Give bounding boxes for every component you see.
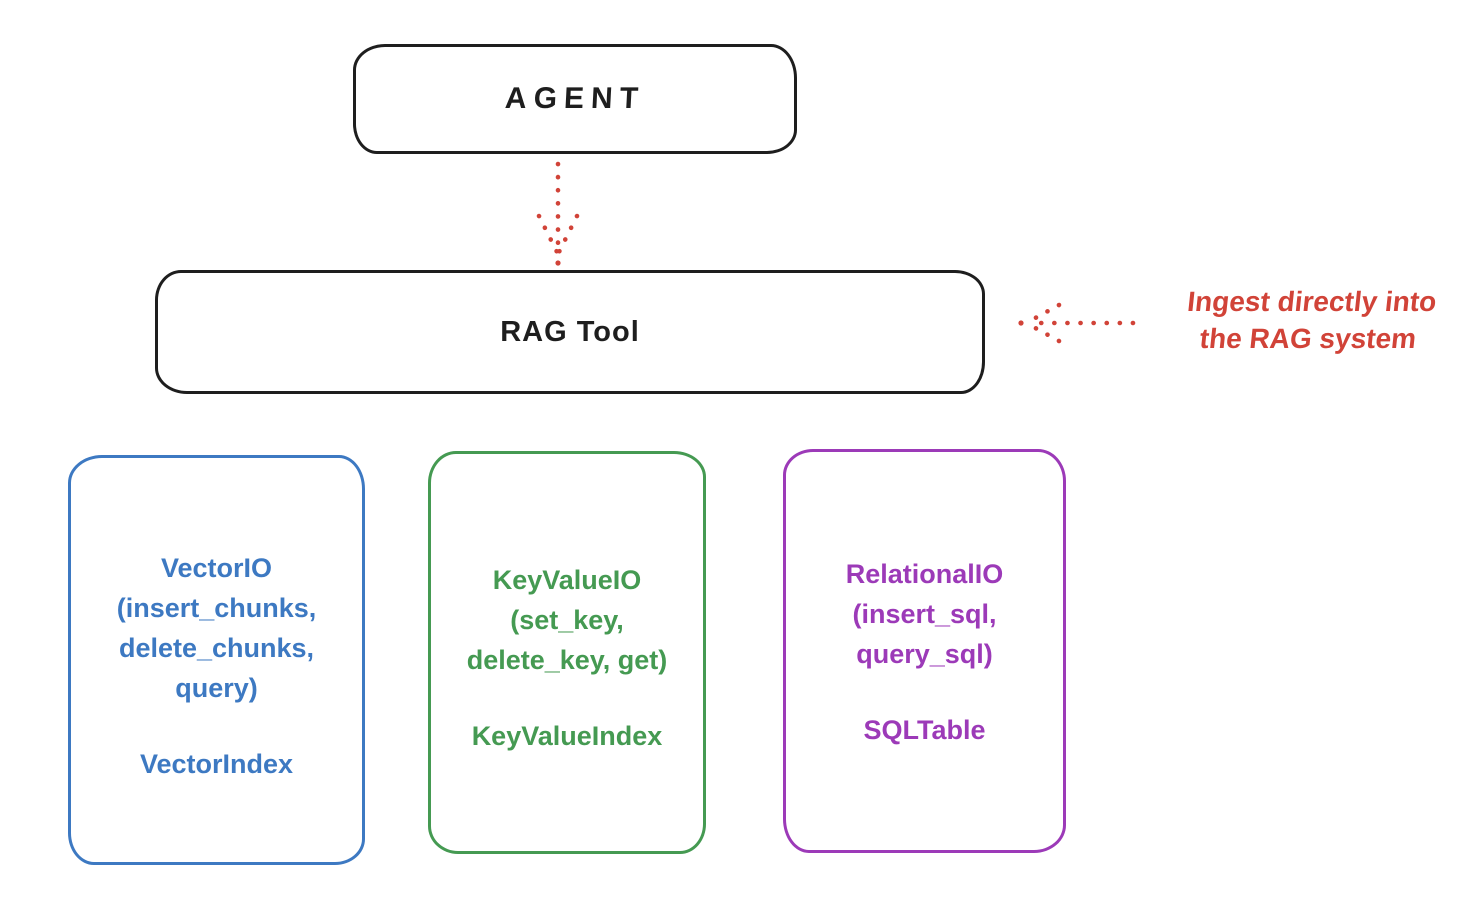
vector-io-title: VectorIO xyxy=(160,553,273,583)
keyvalue-io-node: KeyValueIO (set_key, delete_key, get) Ke… xyxy=(428,451,706,854)
agent-node: AGENT xyxy=(353,44,797,154)
vector-io-methods-3: query) xyxy=(175,673,258,703)
keyvalue-io-methods-1: (set_key, xyxy=(510,605,624,635)
keyvalue-io-methods-2: delete_key, get) xyxy=(466,645,668,675)
arrow-agent-to-ragtool xyxy=(536,161,580,266)
relational-io-title: RelationalIO xyxy=(845,559,1004,589)
annotation-line-1: Ingest directly into xyxy=(1185,286,1439,317)
ingest-annotation: Ingest directly into the RAG system xyxy=(1134,283,1484,357)
arrow-annotation-to-ragtool xyxy=(1018,302,1136,344)
relational-io-methods-1: (insert_sql, xyxy=(852,599,997,629)
vector-io-node: VectorIO (insert_chunks, delete_chunks, … xyxy=(68,455,365,865)
annotation-line-2: the RAG system xyxy=(1198,323,1418,354)
vector-io-methods-2: delete_chunks, xyxy=(118,633,315,663)
vector-index-label: VectorIndex xyxy=(139,749,294,779)
keyvalue-io-title: KeyValueIO xyxy=(492,565,642,595)
sql-table-label: SQLTable xyxy=(863,715,986,745)
vector-io-methods-1: (insert_chunks, xyxy=(116,593,317,623)
keyvalue-index-label: KeyValueIndex xyxy=(471,721,663,751)
agent-label: AGENT xyxy=(504,82,646,115)
relational-io-methods-2: query_sql) xyxy=(856,639,993,669)
rag-tool-label: RAG Tool xyxy=(500,315,640,348)
rag-tool-node: RAG Tool xyxy=(155,270,985,394)
relational-io-node: RelationalIO (insert_sql, query_sql) SQL… xyxy=(783,449,1066,853)
